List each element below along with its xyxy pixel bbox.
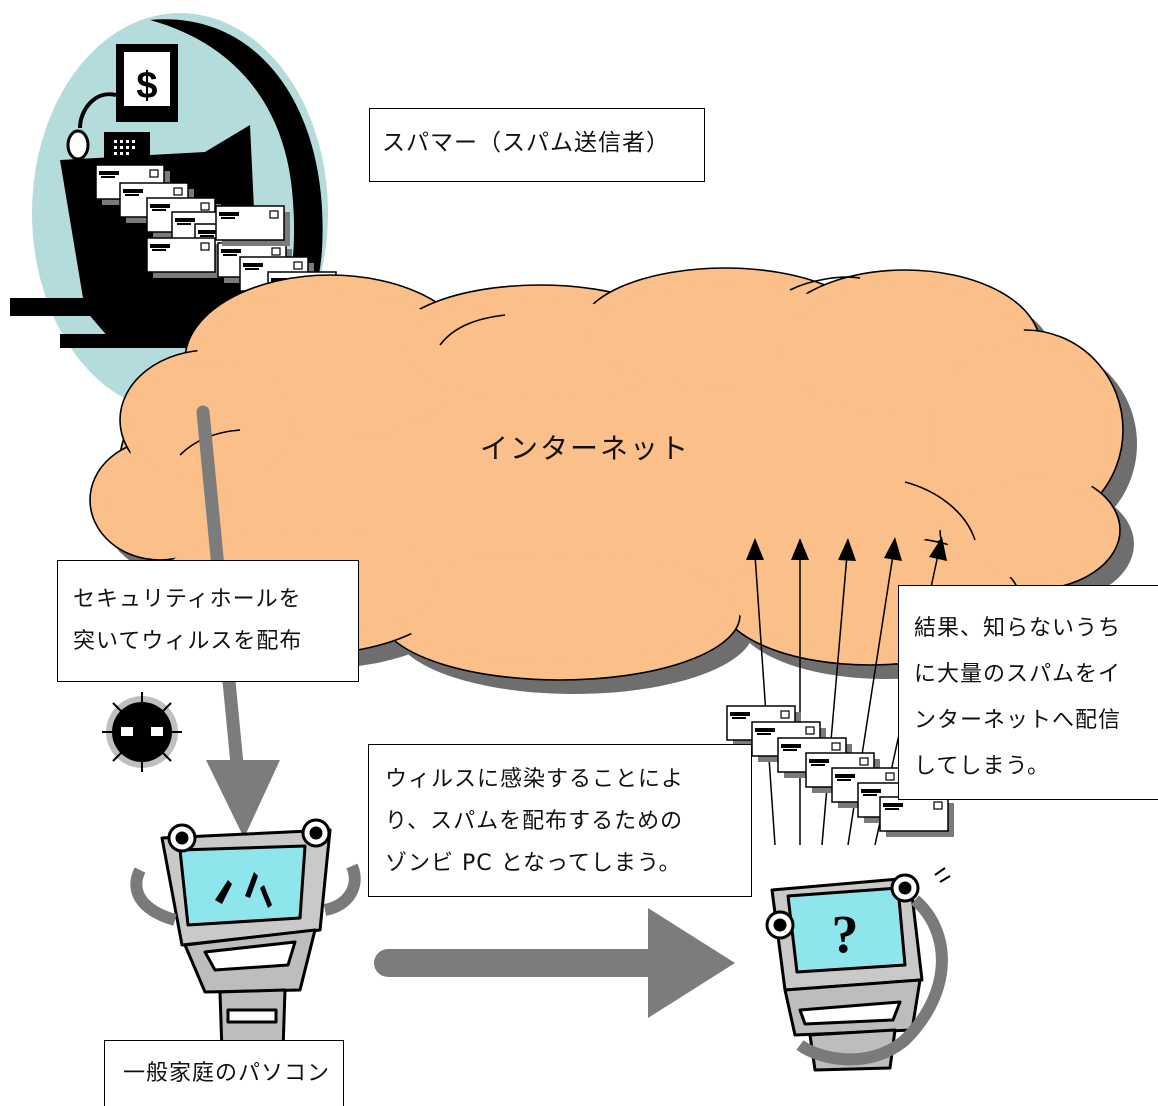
internet-cloud xyxy=(89,267,1137,694)
mouse-icon xyxy=(66,129,90,161)
zombie-arrow xyxy=(374,908,735,1018)
security-hole-label: セキュリティホールを 突いてウィルスを配布 xyxy=(57,560,359,682)
home-pc-label: 一般家庭のパソコン xyxy=(104,1040,344,1106)
spam-result-line-2: に大量のスパムをイ xyxy=(914,662,1122,687)
infection-line-3: ゾンビ PC となってしまう。 xyxy=(385,851,682,876)
internet-label: インターネット xyxy=(480,432,691,465)
infection-line-1: ウィルスに感染することによ xyxy=(385,767,685,792)
spam-result-label: 結果、知らないうち に大量のスパムをイ ンターネットへ配信 してしまう。 xyxy=(898,585,1158,800)
infection-line-2: り、スパムを配布するための xyxy=(385,809,684,834)
virus-icon xyxy=(102,692,182,772)
dollar-sign-icon: $ xyxy=(136,65,157,107)
spam-result-line-1: 結果、知らないうち xyxy=(914,616,1122,641)
home-pc-label-text: 一般家庭のパソコン xyxy=(123,1061,331,1086)
infection-label: ウィルスに感染することによ り、スパムを配布するための ゾンビ PC となってし… xyxy=(368,744,752,897)
spammer-swoosh xyxy=(150,19,323,395)
spammer-label: スパマー（スパム送信者） xyxy=(369,108,705,182)
security-hole-line-1: セキュリティホールを xyxy=(73,587,302,612)
spam-upload-arrows xyxy=(746,537,947,846)
zombie-pc-character: ? xyxy=(765,867,951,1072)
spam-result-line-4: してしまう。 xyxy=(914,754,1051,779)
spammer-label-text: スパマー（スパム送信者） xyxy=(382,130,670,156)
home-pc-character xyxy=(130,818,361,1054)
question-mark-icon: ? xyxy=(832,904,859,964)
spam-result-line-3: ンターネットへ配信 xyxy=(914,708,1122,733)
security-hole-line-2: 突いてウィルスを配布 xyxy=(73,629,303,654)
